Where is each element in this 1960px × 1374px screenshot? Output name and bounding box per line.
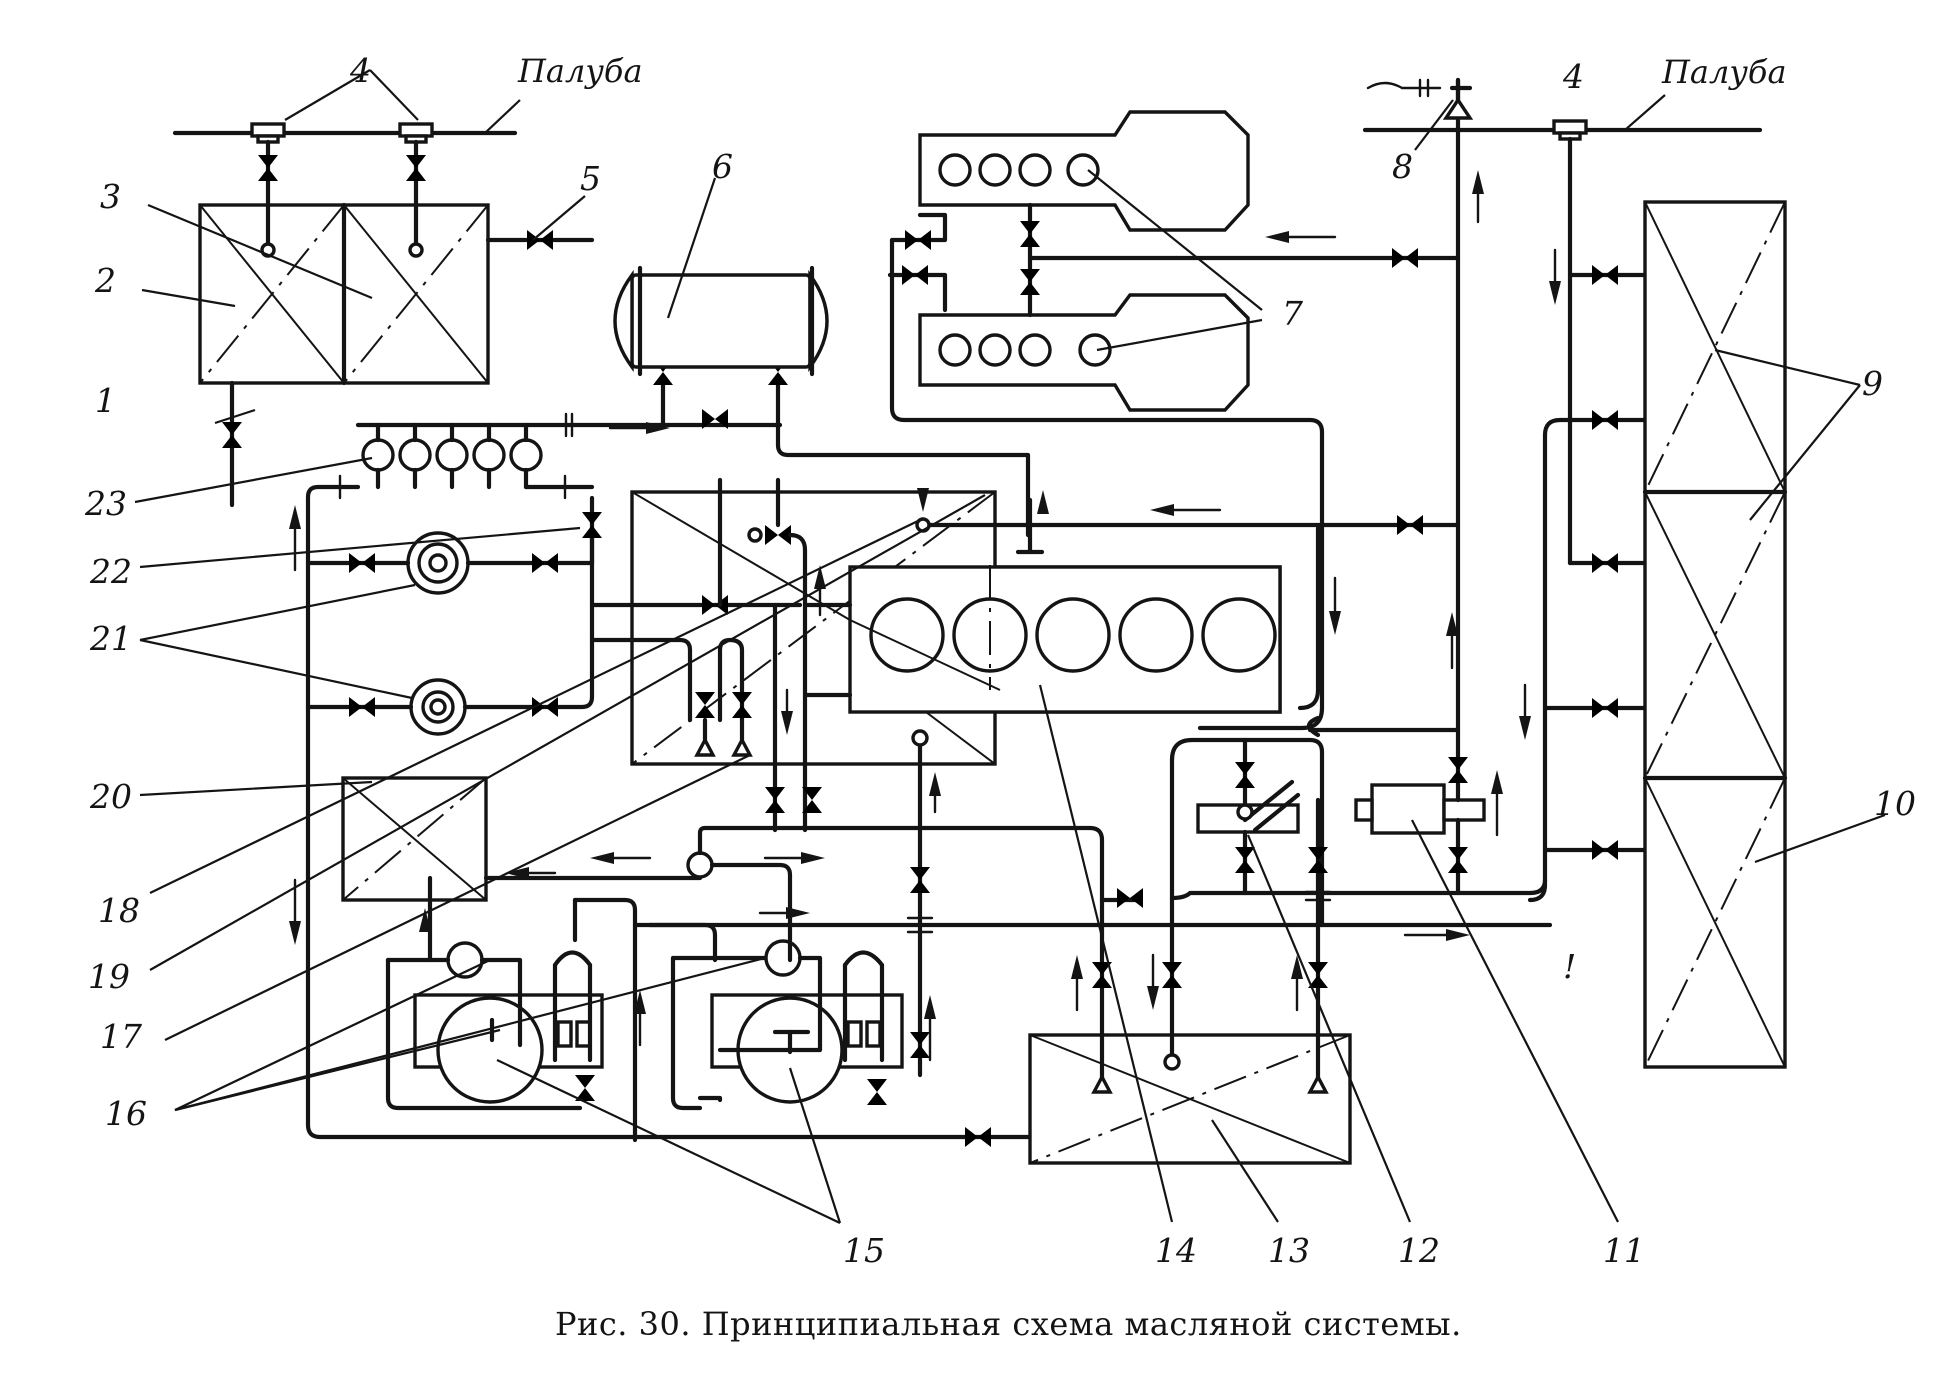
engine-bypass-valve-1[interactable]: [905, 230, 931, 250]
deck-label-right: Палуба: [1661, 53, 1787, 91]
sump-valve-cross[interactable]: [1117, 888, 1143, 908]
callout-15: 15: [843, 1231, 885, 1270]
storage-valve-9c[interactable]: [1592, 553, 1618, 573]
callout-10: 10: [1874, 784, 1916, 823]
filter-21-lower: [409, 678, 467, 736]
pump-filters-left: [556, 1020, 592, 1048]
sump-valve-2[interactable]: [1162, 962, 1182, 988]
valve-manifold-23: [355, 422, 578, 490]
engine-interconnect-valve-1[interactable]: [1020, 221, 1040, 247]
pump-11: [1354, 783, 1486, 835]
storage-valve-9b[interactable]: [1592, 410, 1618, 430]
callout-20: 20: [89, 777, 132, 816]
callout-9: 9: [1862, 364, 1883, 403]
callout-4-left: 4: [349, 51, 371, 90]
return-valve[interactable]: [965, 1127, 991, 1147]
callout-11: 11: [1603, 1231, 1645, 1270]
engine-line-valve[interactable]: [1397, 515, 1423, 535]
purifier-valve-in[interactable]: [1235, 762, 1255, 788]
callout-18: 18: [98, 891, 140, 930]
filter-valve-2[interactable]: [532, 553, 558, 573]
fill-valve-right[interactable]: [406, 155, 426, 181]
callout-6: 6: [712, 147, 733, 186]
callout-7: 7: [1282, 294, 1303, 333]
valve-22[interactable]: [582, 512, 602, 538]
callout-23: 23: [84, 484, 127, 523]
callout-5: 5: [580, 159, 601, 198]
engine-interconnect-valve-2[interactable]: [1020, 269, 1040, 295]
pump-valve-right[interactable]: [867, 1079, 887, 1105]
separator-6: [613, 265, 829, 377]
filter-valve-1[interactable]: [349, 553, 375, 573]
purifier-valve-out[interactable]: [1235, 847, 1255, 873]
deck-label-left: Палуба: [517, 52, 643, 90]
callout-3: 3: [100, 177, 121, 216]
callout-16: 16: [105, 1094, 147, 1133]
callout-17: 17: [100, 1017, 142, 1056]
figure-caption: Рис. 30. Принципиальная схема масляной с…: [555, 1305, 1462, 1343]
storage-valve-10b[interactable]: [1592, 840, 1618, 860]
sump-valve-3[interactable]: [1308, 847, 1328, 873]
mark-note: !: [1563, 947, 1576, 986]
callout-13: 13: [1268, 1231, 1310, 1270]
pump-valve-left[interactable]: [575, 1075, 595, 1101]
deck-fitting-left-1: [250, 122, 286, 144]
engine-bypass-valve-2[interactable]: [902, 265, 928, 285]
storage-tanks-9-10: [1642, 200, 1788, 1069]
engine-7-lower: [918, 293, 1250, 412]
callout-14: 14: [1155, 1231, 1197, 1270]
callout-4-right: 4: [1562, 57, 1584, 96]
deck-fitting-right: [1552, 119, 1588, 141]
callout-1: 1: [95, 381, 116, 420]
engine-7-upper: [918, 110, 1250, 232]
callout-21: 21: [89, 619, 132, 658]
cooler-20: [341, 776, 488, 902]
flow-arrows: [289, 170, 1561, 1062]
supply-valve-a[interactable]: [765, 787, 785, 813]
pump-11-valve-in[interactable]: [1448, 757, 1468, 783]
circulation-valve-b[interactable]: [910, 1032, 930, 1058]
storage-valve-9a[interactable]: [1592, 265, 1618, 285]
pump-11-valve-out[interactable]: [1448, 847, 1468, 873]
callout-8: 8: [1392, 147, 1413, 186]
storage-tanks: [198, 202, 490, 386]
storage-valve-10a[interactable]: [1592, 698, 1618, 718]
deck-fitting-left-2: [398, 122, 434, 144]
filter-valve-3[interactable]: [349, 697, 375, 717]
callout-19: 19: [88, 957, 130, 996]
pump-unit-left: [413, 941, 604, 1104]
callout-numbers: 1 2 3 4 4 5 6 7 8 9 10 11 12 13 14 15 16…: [84, 51, 1916, 1270]
leader-lines: [134, 69, 1886, 1224]
drain-tank-13: [1028, 1033, 1352, 1165]
deck-left: [172, 99, 521, 136]
fill-valve-left[interactable]: [258, 155, 278, 181]
circulation-valve-a[interactable]: [910, 867, 930, 893]
callout-12: 12: [1398, 1231, 1440, 1270]
pump-filters-right: [846, 1020, 882, 1048]
callout-22: 22: [89, 552, 132, 591]
engine-supply-valve[interactable]: [1392, 248, 1418, 268]
callout-2: 2: [94, 261, 116, 300]
valve-1[interactable]: [222, 422, 242, 448]
